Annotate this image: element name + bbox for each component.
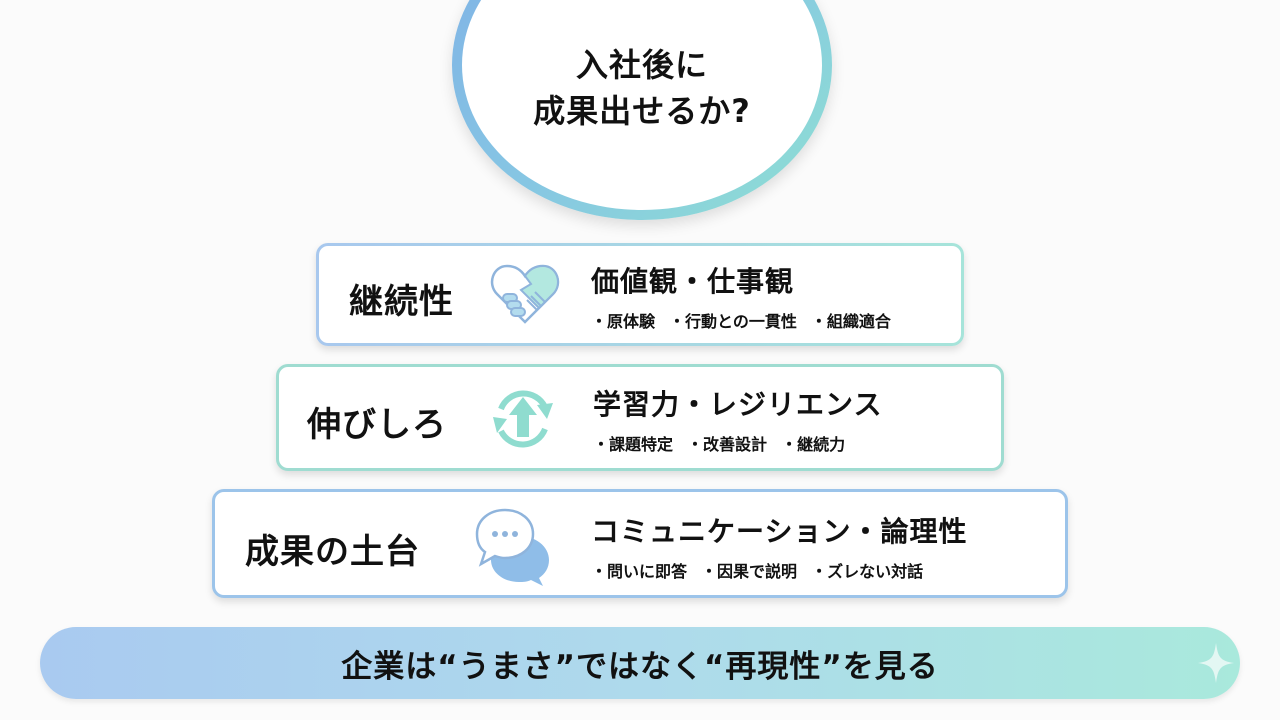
tier-sub-item: 組織適合 (811, 308, 891, 332)
question-circle-inner: 入社後に 成果出せるか? (462, 0, 822, 210)
tier-sub-item: 継続力 (781, 431, 845, 455)
question-line-2: 成果出せるか? (533, 92, 751, 130)
tier-continuity: 継続性 価値観・仕事観 原体験 行動との一貫性 組織適合 (316, 243, 964, 346)
tier-sub-item: 問いに即答 (591, 558, 687, 582)
tier-sub-item: 行動との一貫性 (669, 308, 797, 332)
conclusion-banner: 企業は“うまさ”ではなく“再現性”を見る (40, 627, 1240, 699)
tier-sub-list: 原体験 行動との一貫性 組織適合 (591, 308, 891, 332)
tier-sub-list: 問いに即答 因果で説明 ズレない対話 (591, 558, 923, 582)
tier-foundation: 成果の土台 コミュニケーション・論理性 問いに即答 因果で説明 ズレない対話 (212, 489, 1068, 598)
sparkle-icon (1198, 643, 1234, 687)
growth-cycle-arrow-icon (483, 379, 563, 463)
tier-title: 成果の土台 (245, 532, 420, 572)
tier-sub-item: 因果で説明 (701, 558, 797, 582)
tier-growth-potential: 伸びしろ 学習力・レジリエンス 課題特定 改善設計 継続力 (276, 364, 1004, 471)
question-circle: 入社後に 成果出せるか? (452, 0, 832, 220)
tier-main-label: 価値観・仕事観 (591, 265, 795, 298)
tier-sub-list: 課題特定 改善設計 継続力 (593, 431, 845, 455)
tier-main-label: コミュニケーション・論理性 (591, 515, 968, 548)
question-line-1: 入社後に (575, 46, 708, 84)
tier-sub-item: 課題特定 (593, 431, 673, 455)
tier-main-label: 学習力・レジリエンス (593, 388, 883, 421)
tier-title: 継続性 (349, 282, 454, 322)
handshake-heart-icon (489, 260, 561, 330)
chat-bubbles-icon (473, 506, 559, 590)
banner-text: 企業は“うまさ”ではなく“再現性”を見る (341, 648, 939, 685)
tier-sub-item: 改善設計 (687, 431, 767, 455)
tier-sub-item: 原体験 (591, 308, 655, 332)
tier-title: 伸びしろ (307, 405, 447, 445)
tier-sub-item: ズレない対話 (811, 558, 923, 582)
